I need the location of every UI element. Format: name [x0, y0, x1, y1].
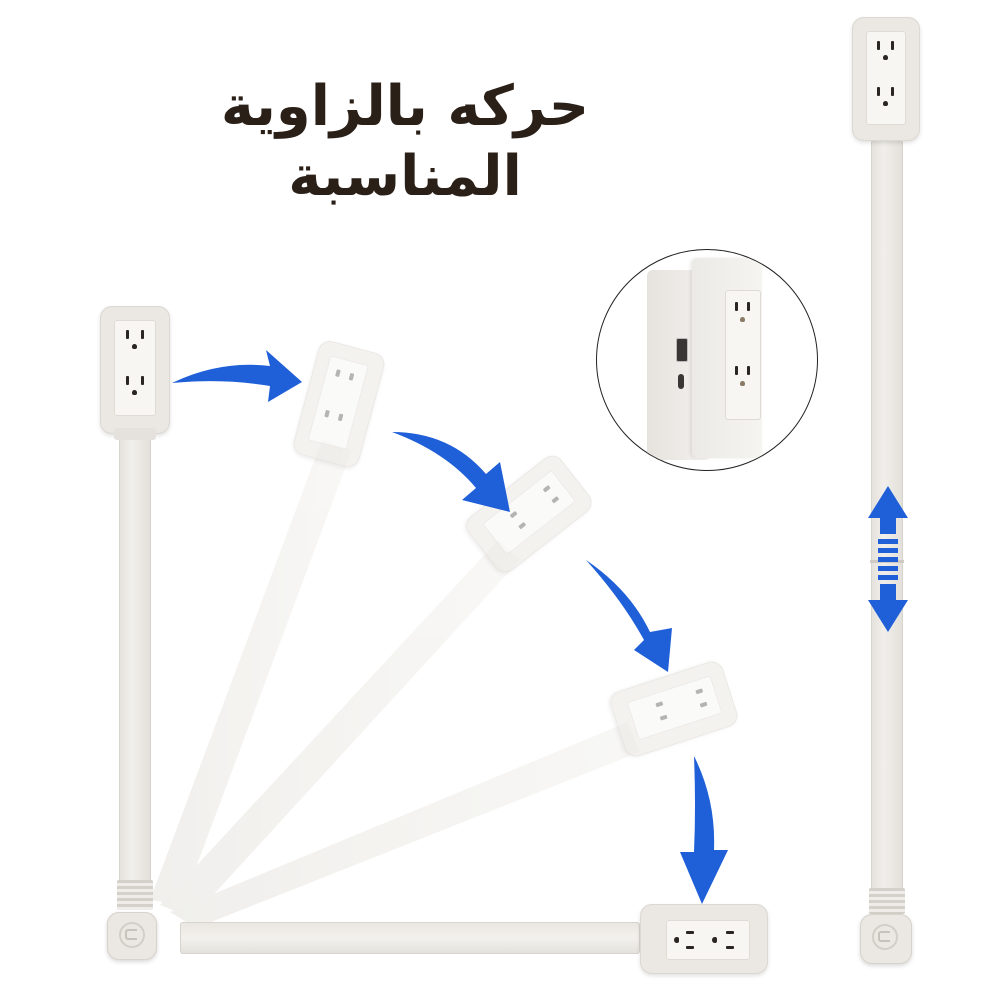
inset-outlet-face	[725, 290, 761, 420]
detail-inset-usb-ports	[596, 249, 818, 471]
rotation-arrow-icon	[172, 350, 302, 402]
cord-horizontal	[180, 922, 640, 954]
ghost-cord-fan	[150, 440, 640, 928]
outlet-head-position-5	[640, 904, 768, 974]
rotation-arrow-icon	[392, 432, 510, 512]
headline: حركه بالزاوية المناسبة	[220, 74, 590, 209]
outlet-face	[114, 320, 156, 416]
outlet-head-position-1	[100, 306, 170, 434]
cord-vertical	[119, 438, 151, 888]
cord-hub	[107, 912, 157, 960]
rotation-arrow-icon	[586, 560, 672, 672]
extend-arrow-icon	[868, 486, 908, 632]
rotation-arrows	[172, 350, 728, 904]
usb-c-port-icon	[678, 374, 684, 389]
cord-joint-ribs	[117, 880, 153, 910]
outlet-head-extended	[852, 17, 920, 141]
usb-a-port-icon	[676, 338, 688, 362]
rotating-cord-illustration	[100, 306, 768, 974]
extended-cord-illustration	[840, 0, 950, 1000]
cord-hub-extended	[860, 914, 912, 964]
cord-joint-ribs	[869, 888, 905, 914]
rotation-arrow-icon	[680, 756, 728, 904]
